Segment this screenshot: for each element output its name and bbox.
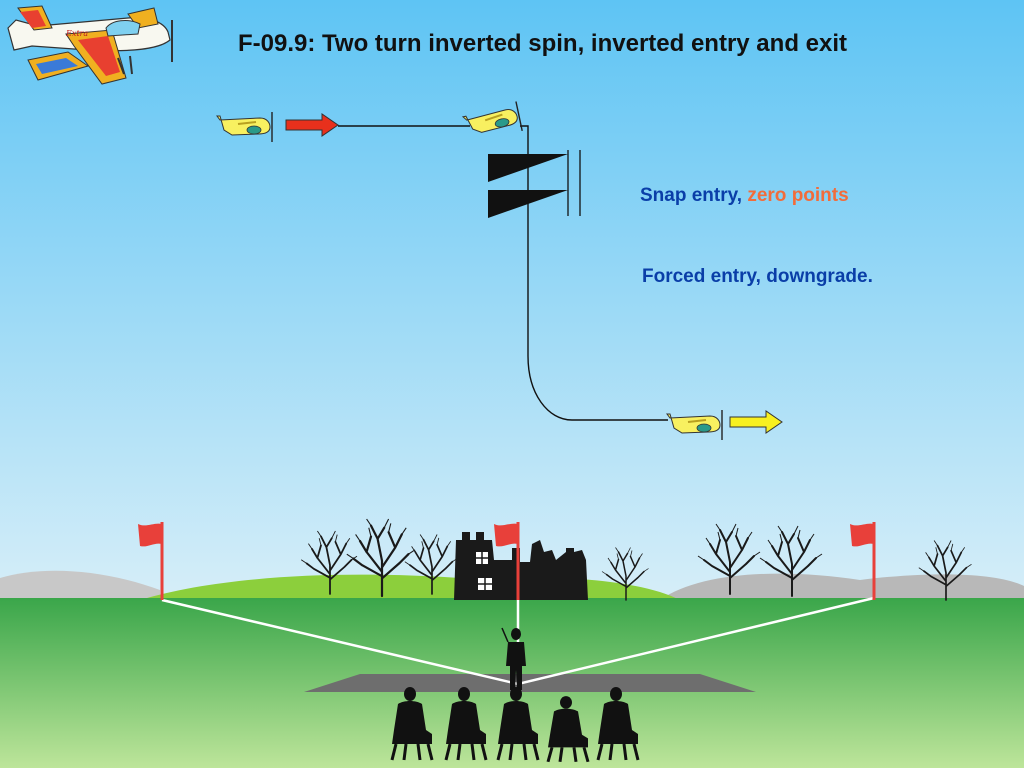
page-title: F-09.9: Two turn inverted spin, inverted… <box>238 30 847 57</box>
castle-ruin-icon <box>454 532 588 600</box>
distant-hill-right <box>660 573 1024 600</box>
sky <box>0 0 1024 600</box>
pilot-silhouette-icon <box>501 627 526 690</box>
distant-hill-left <box>0 570 160 600</box>
flight-path <box>338 125 668 421</box>
snap-entry-note: Snap entry, zero points <box>640 185 849 207</box>
entry-direction-arrow-icon <box>285 113 339 137</box>
logo-aerobatic-plane-icon: Extra <box>7 5 173 85</box>
exit-direction-arrow-icon <box>729 410 783 434</box>
forced-entry-note: Forced entry, downgrade. <box>642 266 873 287</box>
snap-entry-label: Snap entry, <box>640 185 743 206</box>
zero-points-label: zero points <box>747 185 849 206</box>
runway <box>304 674 756 692</box>
spin-triangle-icon <box>488 150 581 218</box>
svg-text:Extra: Extra <box>65 29 88 38</box>
